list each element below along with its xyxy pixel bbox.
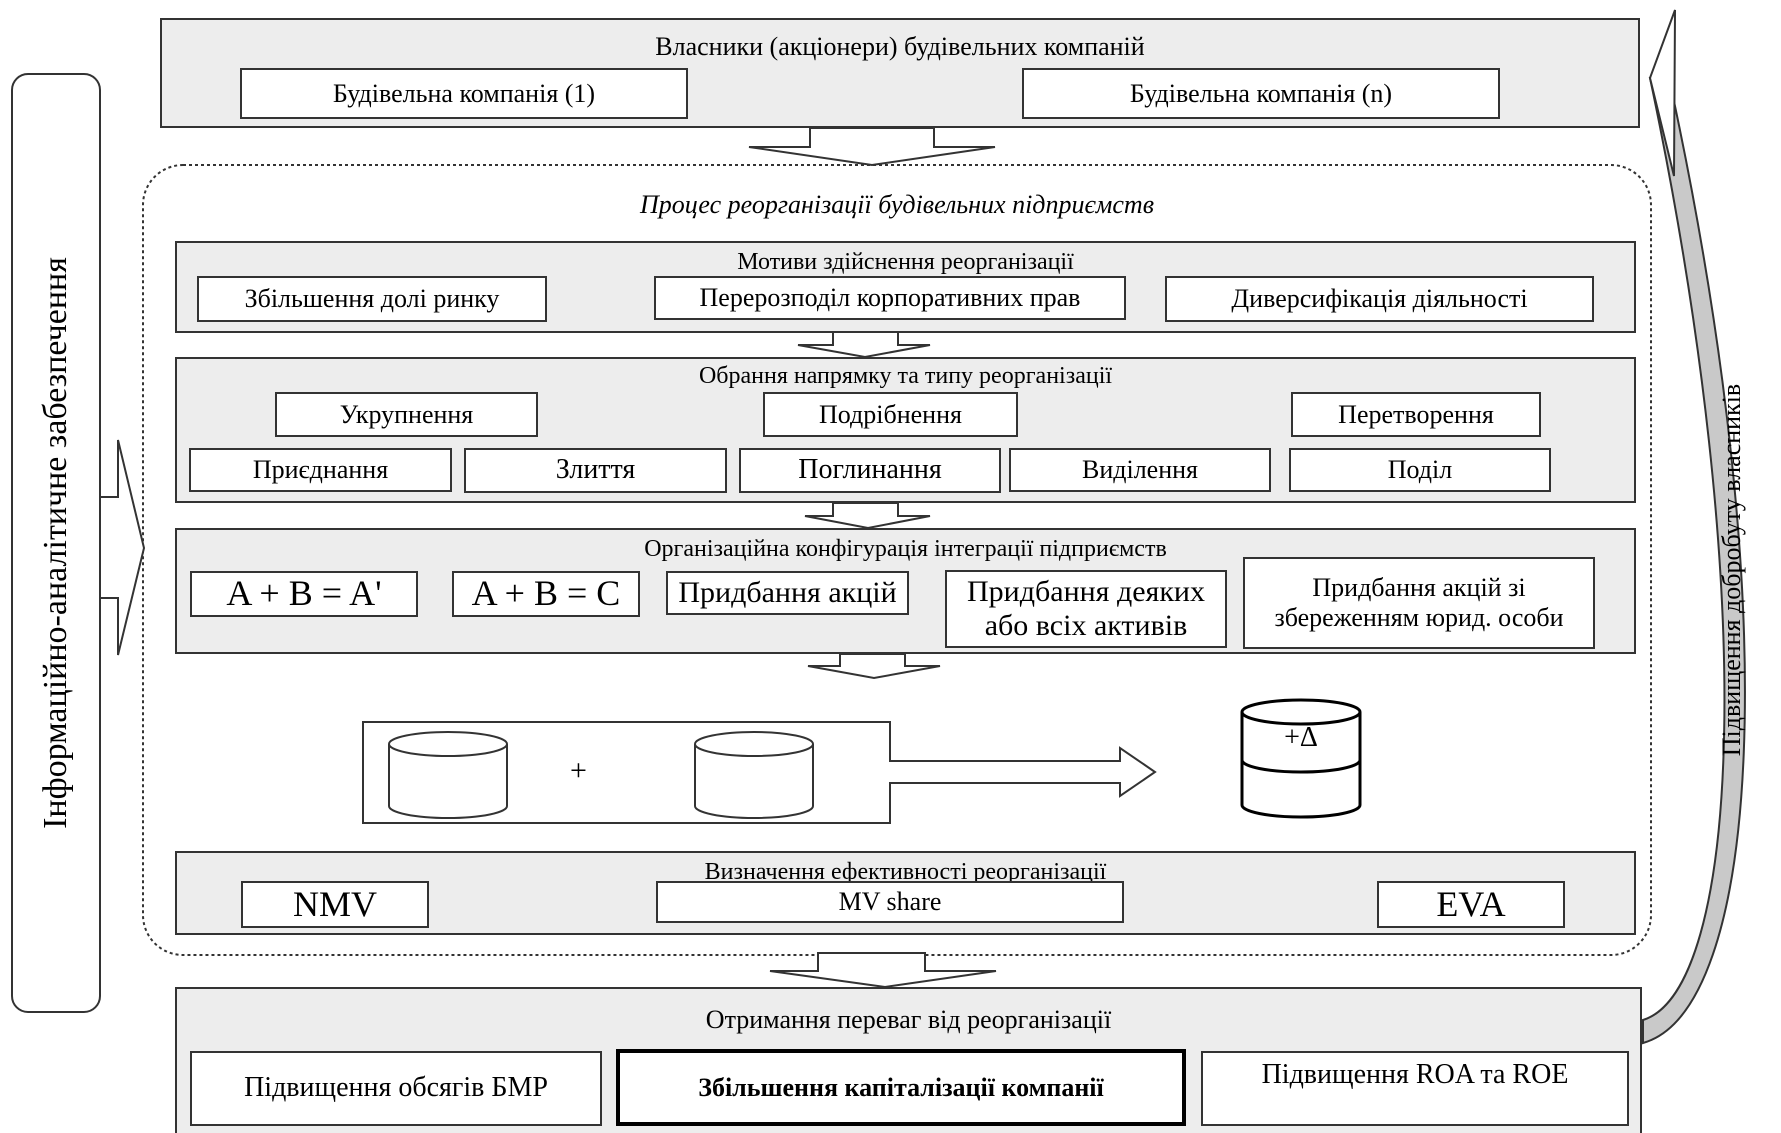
config-asset-purchase: Придбання деяких або всіх активів — [945, 570, 1227, 648]
motives-title: Мотиви здійснення реорганізації — [737, 249, 1074, 275]
down-arrow-3 — [804, 502, 931, 530]
owners-panel: Власники (акціонери) будівельних компані… — [160, 18, 1640, 128]
type-division: Поділ — [1289, 448, 1551, 492]
config-title: Організаційна конфігурація інтеграції пі… — [644, 536, 1167, 562]
metric-mv-share: MV share — [656, 881, 1124, 923]
benefits-panel: Отримання переваг від реорганізації Підв… — [175, 987, 1642, 1133]
feedback-arrow — [1642, 9, 1746, 1045]
sidebar-label: Інформаційно-аналітичне забезпечення — [37, 257, 74, 829]
config-share-purchase: Придбання акцій — [666, 571, 909, 615]
metric-eva: EVA — [1377, 881, 1565, 928]
metric-nmv: NMV — [241, 881, 429, 928]
motive-diversification: Диверсифікація діяльності — [1165, 276, 1594, 322]
config-formula-1: A + B = A' — [190, 571, 418, 617]
benefit-roa-roe: Підвищення ROA та ROE — [1201, 1051, 1629, 1126]
type-absorption: Поглинання — [739, 448, 1001, 493]
cylinder-1-icon — [388, 731, 508, 819]
group-fragmentation: Подрібнення — [763, 392, 1018, 437]
motive-redistribution: Перерозподіл корпоративних прав — [654, 276, 1126, 320]
group-enlargement: Укрупнення — [275, 392, 538, 437]
config-formula-2: A + B = C — [452, 571, 640, 617]
efficiency-title: Визначення ефективності реорганізації — [704, 859, 1107, 885]
efficiency-panel: Визначення ефективності реорганізації NM… — [175, 851, 1636, 935]
cylinder-2-icon — [694, 731, 814, 819]
direction-panel: Обрання напрямку та типу реорганізації У… — [175, 357, 1636, 503]
down-arrow-5 — [769, 952, 997, 989]
owners-title: Власники (акціонери) будівельних компані… — [655, 32, 1145, 61]
motive-market-share: Збільшення долі ринку — [197, 276, 547, 322]
benefits-title: Отримання переваг від реорганізації — [705, 1005, 1112, 1034]
type-separation: Виділення — [1009, 448, 1271, 492]
process-title: Процес реорганізації будівельних підприє… — [640, 190, 1154, 219]
down-arrow-4 — [807, 653, 941, 680]
direction-title: Обрання напрямку та типу реорганізації — [698, 363, 1113, 389]
down-arrow-1 — [748, 127, 996, 167]
right-label: Підвищення добробуту власників — [1717, 383, 1746, 757]
group-transformation: Перетворення — [1291, 392, 1541, 437]
benefit-construction-volume: Підвищення обсягів БМР — [190, 1051, 602, 1126]
feedback-arrowhead — [1648, 9, 1676, 177]
sidebar-to-process-arrow — [99, 439, 146, 656]
motives-panel: Мотиви здійснення реорганізації Збільшен… — [175, 241, 1636, 333]
delta-label: +Δ — [1284, 722, 1318, 753]
config-panel: Організаційна конфігурація інтеграції пі… — [175, 528, 1636, 654]
company-1-box: Будівельна компанія (1) — [240, 68, 688, 119]
merged-cylinder-icon — [1240, 698, 1362, 819]
benefit-capitalization: Збільшення капіталізації компанії — [616, 1049, 1186, 1126]
company-n-box: Будівельна компанія (n) — [1022, 68, 1500, 119]
type-accession: Приєднання — [189, 448, 452, 492]
type-merger: Злиття — [464, 448, 727, 493]
config-share-legal-entity: Придбання акцій зі збереженням юрид. осо… — [1243, 557, 1595, 649]
down-arrow-2 — [797, 331, 931, 359]
plus-sign: + — [570, 754, 587, 787]
